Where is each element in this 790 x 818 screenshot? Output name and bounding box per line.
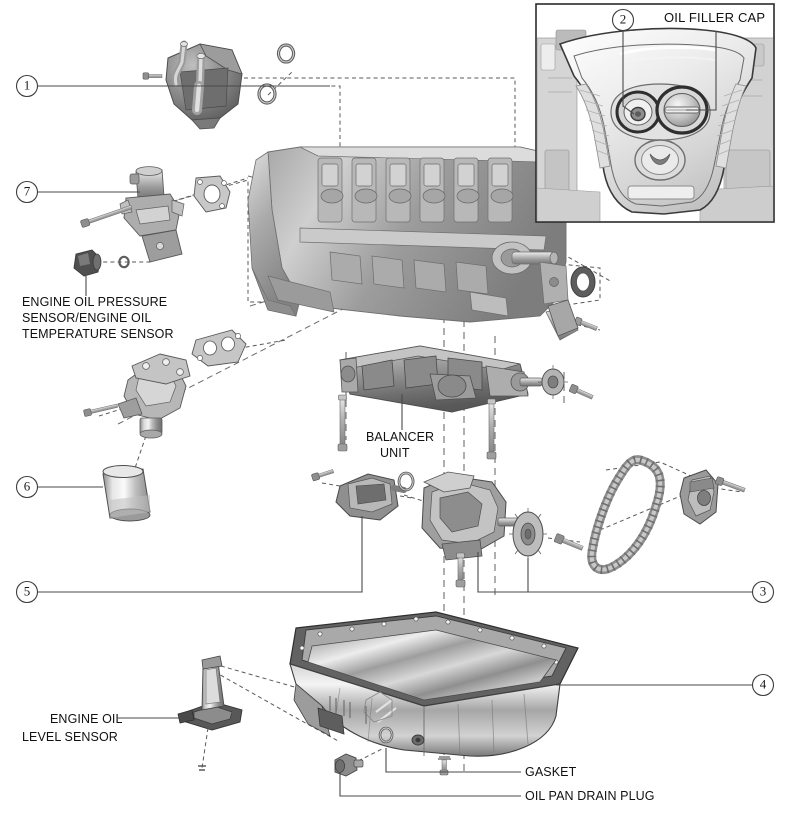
- callout-4[interactable]: 4: [751, 673, 775, 697]
- engine-oil-pressure-sensor: [73, 249, 130, 277]
- oil-pan-drain-plug: [334, 753, 364, 777]
- oil-filler-cap-inset: 2 OIL FILLER CAP: [535, 3, 775, 223]
- engine-cover: [558, 27, 757, 215]
- drain-plug-gasket: [378, 726, 394, 744]
- oil-filler-cap: [655, 85, 709, 135]
- svg-text:UNIT: UNIT: [380, 446, 410, 460]
- separator-o-rings: [257, 43, 296, 105]
- svg-text:LEVEL SENSOR: LEVEL SENSOR: [22, 730, 118, 744]
- svg-text:BALANCER: BALANCER: [366, 430, 434, 444]
- balancer-bolts: [337, 394, 497, 460]
- chain-tensioner: [679, 469, 746, 525]
- callout-3-number: 3: [760, 583, 767, 598]
- balancer-drive-sprocket: [538, 365, 568, 399]
- callout-5-number: 5: [24, 583, 31, 598]
- oil-strainer: [311, 469, 415, 521]
- leader-lines: [37, 85, 753, 797]
- svg-text:SENSOR/ENGINE OIL: SENSOR/ENGINE OIL: [22, 311, 152, 325]
- oil-pump-sprocket: [509, 508, 547, 560]
- svg-text:ENGINE OIL PRESSURE: ENGINE OIL PRESSURE: [22, 295, 167, 309]
- oil-filler-cap-label: OIL FILLER CAP: [664, 10, 765, 25]
- control-valve-bolt: [80, 205, 133, 228]
- callout-5[interactable]: 5: [15, 580, 39, 604]
- oil-pump-sprocket-bolt: [554, 533, 584, 551]
- callout-2[interactable]: 2: [611, 8, 635, 32]
- oil-separator: [142, 40, 296, 130]
- engine-oil-level-sensor-label: ENGINE OIL LEVEL SENSOR: [22, 712, 123, 744]
- oil-filter: [102, 465, 151, 522]
- callout-3[interactable]: 3: [751, 580, 775, 604]
- svg-text:TEMPERATURE SENSOR: TEMPERATURE SENSOR: [22, 327, 174, 341]
- oil-pan: [289, 611, 579, 757]
- callout-2-number: 2: [620, 11, 627, 26]
- gasket-label: GASKET: [525, 765, 577, 779]
- crankshaft-oil-seal: [570, 266, 596, 298]
- balancer-unit-label: BALANCER UNIT: [366, 430, 434, 460]
- balancer-unit: [337, 299, 594, 460]
- strainer-o-ring: [397, 471, 415, 492]
- oil-cooler-gasket: [191, 329, 247, 367]
- callout-1[interactable]: 1: [15, 74, 39, 98]
- callout-7-number: 7: [24, 183, 31, 198]
- separator-bolt: [142, 72, 163, 80]
- oil-pump: [421, 471, 529, 588]
- oil-control-valve: [80, 166, 231, 263]
- inset-leader-lines: [622, 31, 717, 115]
- callout-4-number: 4: [760, 676, 767, 691]
- control-valve-gasket: [193, 175, 231, 213]
- oil-pump-chain: [587, 455, 665, 574]
- engine-oil-level-sensor: [177, 655, 243, 771]
- svg-text:ENGINE OIL: ENGINE OIL: [50, 712, 123, 726]
- engine-oil-pressure-sensor-label: ENGINE OIL PRESSURE SENSOR/ENGINE OIL TE…: [22, 295, 174, 341]
- mazda-emblem: [634, 139, 686, 181]
- callout-1-number: 1: [24, 77, 31, 92]
- oil-pan-drain-plug-label: OIL PAN DRAIN PLUG: [525, 789, 655, 803]
- callout-7[interactable]: 7: [15, 180, 39, 204]
- callout-6[interactable]: 6: [15, 475, 39, 499]
- callout-6-number: 6: [24, 478, 31, 493]
- oil-cooler-bracket: [83, 329, 247, 439]
- cylinder-block: [247, 146, 569, 323]
